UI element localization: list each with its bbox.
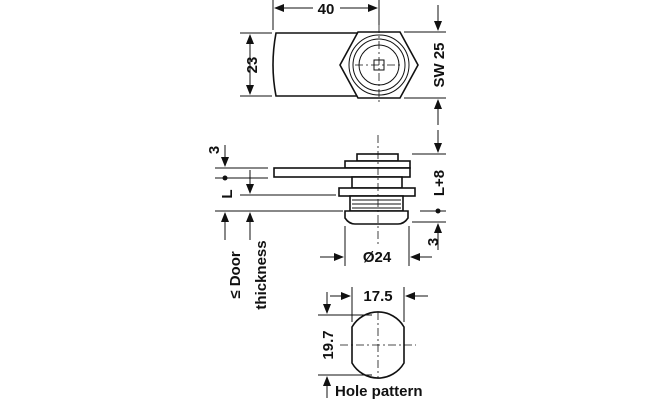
- bezel-3-label: 3: [425, 238, 442, 246]
- reference-dot-right: [435, 208, 441, 214]
- height-23-label: 23: [244, 57, 261, 74]
- hole-width-label: 17.5: [363, 288, 392, 305]
- top-view: 40 23 SW 25: [240, 0, 448, 125]
- door-label-line2: thickness: [253, 240, 270, 309]
- hole-pattern-title: Hole pattern: [335, 383, 423, 400]
- hole-pattern: 17.5 19.7 Hole pattern: [318, 287, 428, 400]
- side-view: 3 L ≤ Door thickness L+8 3 Ø24: [206, 130, 448, 310]
- reference-dot: [222, 175, 228, 181]
- diameter-24-label: Ø24: [363, 249, 392, 266]
- cam-offset-3-label: 3: [206, 146, 223, 154]
- length-l-label: L: [219, 189, 236, 198]
- hole-height-label: 19.7: [320, 330, 337, 359]
- width-40-label: 40: [318, 1, 335, 18]
- door-label-line1: ≤ Door: [227, 251, 244, 299]
- hex-sw25-label: SW 25: [431, 42, 448, 87]
- overall-l8-label: L+8: [431, 170, 448, 196]
